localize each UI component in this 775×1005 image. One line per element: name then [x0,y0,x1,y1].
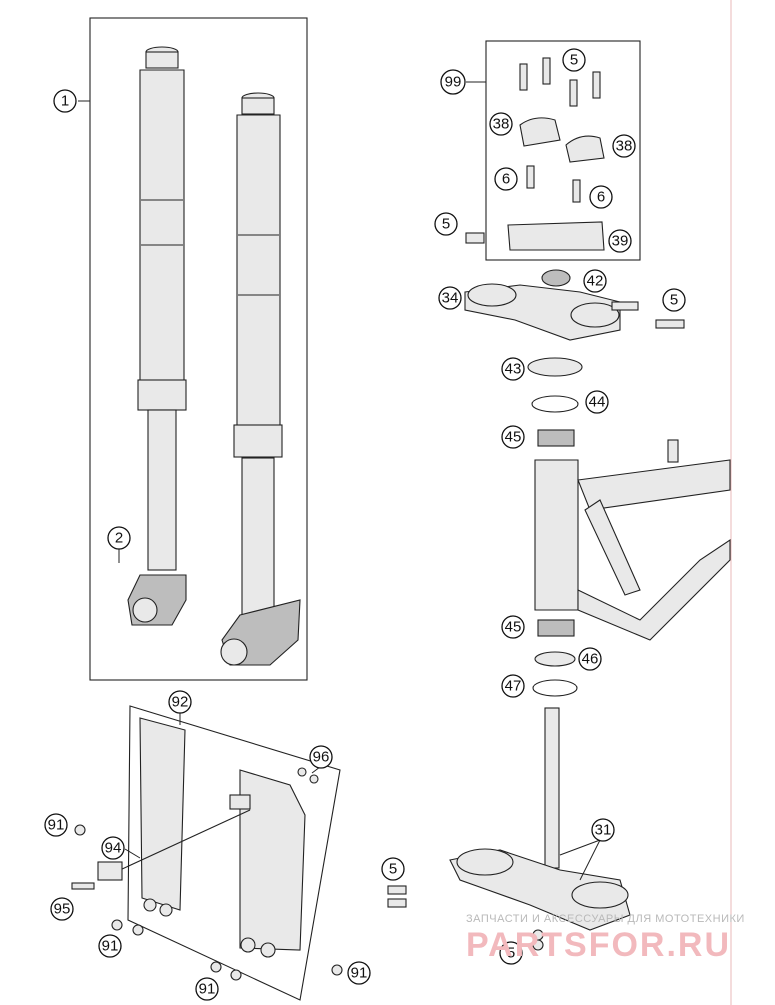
svg-text:5: 5 [389,861,397,878]
callout-5: 5 [562,48,586,72]
seal-46 [534,651,576,667]
callout-38: 38 [612,134,636,158]
svg-text:44: 44 [589,394,606,411]
seal-ring-44 [531,395,579,413]
callout-91: 91 [98,934,122,958]
svg-text:6: 6 [597,189,605,206]
svg-text:45: 45 [505,619,522,636]
callout-99: 99 [440,69,466,95]
handlebar-clamp-right [565,135,605,163]
svg-text:39: 39 [612,233,629,250]
svg-text:91: 91 [351,965,368,982]
callout-95: 95 [50,897,74,921]
callout-5: 5 [499,941,523,965]
callout-42: 42 [583,269,607,293]
left-fork-leg [127,46,187,626]
watermark-caption: ЗАПЧАСТИ И АКСЕССУАРЫ ДЛЯ МОТОТЕХНИКИ [466,913,745,925]
leader-lines [78,81,601,881]
svg-text:5: 5 [507,945,515,962]
screws-set [71,767,544,981]
upper-triple-clamp [464,269,685,341]
callout-6: 6 [494,167,518,191]
bearing-lower [537,619,575,637]
callout-2: 2 [107,526,131,550]
washer-43 [527,357,583,377]
svg-text:1: 1 [61,93,69,110]
svg-text:5: 5 [442,216,450,233]
svg-text:47: 47 [505,678,522,695]
callout-5: 5 [381,857,405,881]
svg-text:43: 43 [505,361,522,378]
bolts-set [519,57,601,203]
guard-brace [119,809,251,871]
clamp-set-frame [485,40,641,261]
svg-text:38: 38 [493,116,510,133]
watermark-logo: PARTSFOR.RU [466,926,731,964]
callout-44: 44 [585,390,609,414]
callout-38: 38 [489,112,513,136]
svg-text:92: 92 [172,694,189,711]
callout-91: 91 [347,961,371,985]
callout-45: 45 [501,425,525,449]
handlebar-clamp-left [519,117,561,147]
steering-nut [541,269,571,287]
svg-text:6: 6 [502,171,510,188]
callout-96: 96 [309,745,333,769]
callout-34: 34 [438,286,462,310]
callout-39: 39 [608,229,632,253]
callout-94: 94 [101,836,125,860]
svg-text:45: 45 [505,429,522,446]
fork-guard-right [239,769,306,958]
callout-92: 92 [168,690,192,714]
callout-91: 91 [195,977,219,1001]
callout-91: 91 [44,813,68,837]
svg-text:94: 94 [105,840,122,857]
bolt-5 [465,232,485,244]
fork-group-frame [89,17,308,681]
svg-text:46: 46 [582,651,599,668]
callout-31: 31 [591,818,615,842]
svg-text:42: 42 [587,273,604,290]
guard-bracket [97,861,123,881]
bearing-upper [537,429,575,447]
svg-text:91: 91 [102,938,119,955]
svg-text:91: 91 [48,817,65,834]
svg-text:96: 96 [313,749,330,766]
callout-5: 5 [662,288,686,312]
svg-text:31: 31 [595,822,612,839]
svg-text:2: 2 [115,530,123,547]
callout-43: 43 [501,357,525,381]
callout-46: 46 [578,647,602,671]
callout-6: 6 [589,185,613,209]
steering-stem-lower-clamp [449,707,631,931]
fork-guard-sheet [127,705,341,1001]
callout-5: 5 [434,212,458,236]
clamp-base [507,221,605,251]
fork-guard-left [139,717,186,917]
callout-45: 45 [501,615,525,639]
svg-text:5: 5 [670,292,678,309]
svg-text:34: 34 [442,290,459,307]
svg-text:95: 95 [54,901,71,918]
right-fork-leg [220,92,301,666]
callout-47: 47 [501,674,525,698]
svg-text:99: 99 [445,74,462,91]
frame-section [534,439,731,641]
svg-text:38: 38 [616,138,633,155]
svg-text:5: 5 [570,52,578,69]
seal-ring-47 [532,679,578,697]
svg-text:91: 91 [199,981,216,998]
callout-1: 1 [53,89,77,113]
